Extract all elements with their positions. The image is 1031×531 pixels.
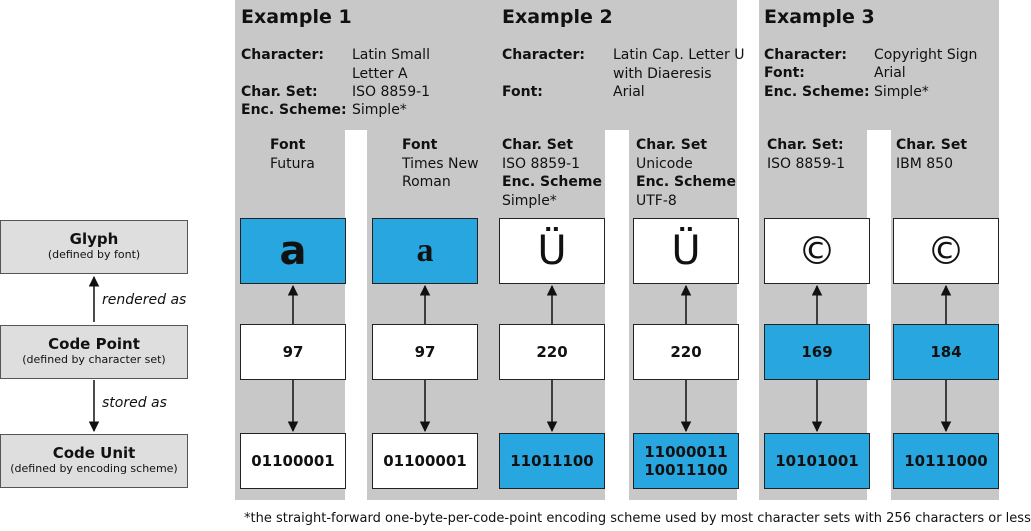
column-header-line: Times New <box>402 155 479 172</box>
code-unit-box: 01100001 <box>372 433 478 489</box>
legend-glyph-title: Glyph <box>69 230 119 248</box>
footnote: *the straight-forward one-byte-per-code-… <box>244 511 1031 526</box>
glyph-char: a <box>279 228 307 274</box>
example-2-title: Example 2 <box>502 6 613 28</box>
column-header-line: IBM 850 <box>896 155 953 172</box>
code-point-box: 184 <box>893 324 999 380</box>
example-1-info-value: Latin Small <box>352 47 430 63</box>
glyph-box: Ü <box>499 218 605 284</box>
example-3-info-label: Font: <box>764 65 805 81</box>
example-2-info-label: Font: <box>502 84 543 100</box>
example-3-info-value: Arial <box>874 65 906 81</box>
code-unit-value: 01100001 <box>251 452 335 470</box>
example-2-header-band <box>497 0 737 130</box>
glyph-char: Ü <box>671 228 701 274</box>
column-header-line: Enc. Scheme <box>502 174 602 190</box>
code-point-box: 220 <box>633 324 739 380</box>
example-1-info-value: Simple* <box>352 102 407 118</box>
example-3-info-value: Simple* <box>874 84 929 100</box>
code-point-value: 184 <box>930 343 962 361</box>
column-header-line: UTF-8 <box>636 192 677 209</box>
example-2-info-value: with Diaeresis <box>613 65 712 82</box>
code-unit-value: 10101001 <box>775 452 859 470</box>
code-unit-value: 01100001 <box>383 452 467 470</box>
example-1-title: Example 1 <box>241 6 352 28</box>
example-3-info-label: Enc. Scheme: <box>764 84 870 100</box>
column-header-line: Enc. Scheme <box>636 174 736 190</box>
code-point-value: 169 <box>801 343 833 361</box>
column-header-line: Char. Set <box>636 137 708 153</box>
code-unit-box: 10111000 <box>893 433 999 489</box>
code-unit-value: 11011100 <box>510 452 594 470</box>
stored-as-label: stored as <box>102 395 167 411</box>
glyph-box: Ü <box>633 218 739 284</box>
column-header-line: Unicode <box>636 155 693 172</box>
glyph-box: © <box>764 218 870 284</box>
legend-code-unit-title: Code Unit <box>52 444 136 462</box>
column-header-line: Char. Set <box>502 137 574 153</box>
code-point-box: 169 <box>764 324 870 380</box>
code-unit-value: 10011100 <box>644 461 728 479</box>
legend-code-point-sub: (defined by character set) <box>22 353 166 366</box>
example-3-title: Example 3 <box>764 6 875 28</box>
code-point-box: 220 <box>499 324 605 380</box>
example-1-info-label: Char. Set: <box>241 84 318 100</box>
column-header-line: Char. Set: <box>767 137 844 153</box>
glyph-char: Ü <box>537 228 567 274</box>
example-1-info-value: ISO 8859-1 <box>352 84 431 100</box>
glyph-char: a <box>416 232 434 269</box>
example-1-info-value: Letter A <box>352 65 408 82</box>
legend-glyph: Glyph (defined by font) <box>0 220 188 274</box>
code-unit-value: 11000011 <box>644 443 728 461</box>
code-point-value: 97 <box>414 343 436 361</box>
example-3-info-label: Character: <box>764 47 848 63</box>
code-unit-box: 11011100 <box>499 433 605 489</box>
example-2-info-label: Character: <box>502 47 586 63</box>
glyph-box: a <box>372 218 478 284</box>
example-3-header-band <box>759 0 999 130</box>
example-1-info-label: Enc. Scheme: <box>241 102 347 118</box>
legend-glyph-sub: (defined by font) <box>47 248 141 261</box>
example-1-header-band <box>235 0 499 130</box>
column-header-line: Simple* <box>502 192 557 209</box>
example-1-info-label: Character: <box>241 47 325 63</box>
example-2-info-value: Latin Cap. Letter U <box>613 47 745 63</box>
code-point-value: 220 <box>670 343 702 361</box>
column-header-line: Char. Set <box>896 137 968 153</box>
example-3-column-1-header: Char. Set: ISO 8859-1 <box>767 136 845 173</box>
code-point-value: 97 <box>282 343 304 361</box>
legend-code-unit-sub: (defined by encoding scheme) <box>10 462 178 475</box>
legend-code-point-title: Code Point <box>48 335 140 353</box>
code-point-value: 220 <box>536 343 568 361</box>
column-header-line: ISO 8859-1 <box>502 155 581 172</box>
column-header-line: ISO 8859-1 <box>767 155 846 172</box>
example-3-info-value: Copyright Sign <box>874 47 978 63</box>
glyph-char: © <box>927 229 965 273</box>
column-header-line: Font <box>270 137 306 153</box>
column-header-line: Roman <box>402 174 451 190</box>
glyph-char: © <box>798 229 836 273</box>
legend-code-unit: Code Unit (defined by encoding scheme) <box>0 434 188 488</box>
example-2-info-value: Arial <box>613 84 645 100</box>
glyph-box: © <box>893 218 999 284</box>
code-unit-box: 01100001 <box>240 433 346 489</box>
code-point-box: 97 <box>372 324 478 380</box>
column-header-line: Font <box>402 137 438 153</box>
code-point-box: 97 <box>240 324 346 380</box>
code-unit-value: 10111000 <box>904 452 988 470</box>
rendered-as-label: rendered as <box>102 292 187 308</box>
legend-code-point: Code Point (defined by character set) <box>0 325 188 379</box>
glyph-box: a <box>240 218 346 284</box>
column-header-line: Futura <box>270 155 315 172</box>
code-unit-box: 10101001 <box>764 433 870 489</box>
